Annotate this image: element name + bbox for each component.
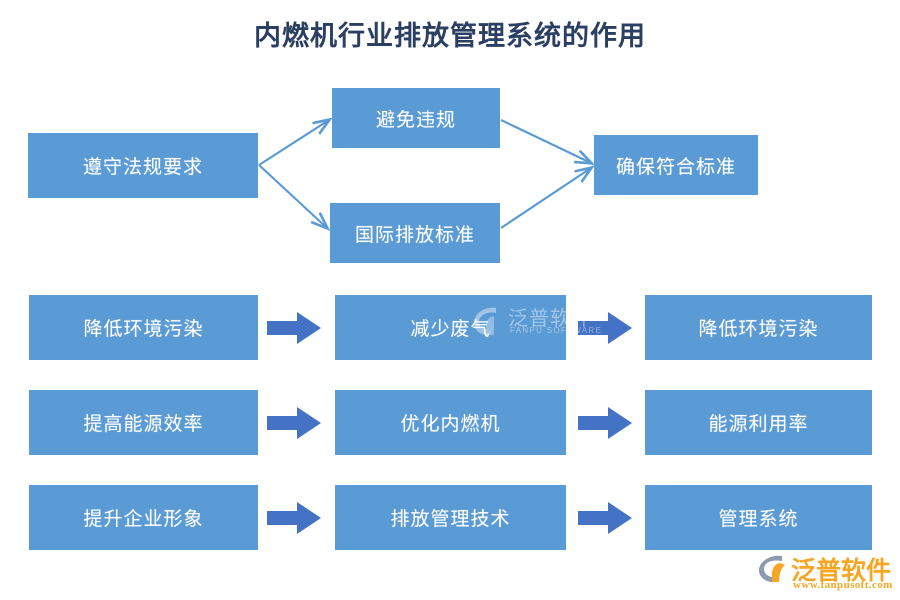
node-label: 优化内燃机 bbox=[400, 414, 501, 435]
block-arrow-right-icon bbox=[267, 407, 321, 439]
node-label: 提升企业形象 bbox=[83, 509, 204, 530]
edge-source-to-avoid-violation bbox=[258, 120, 329, 166]
row1-step1-box[interactable]: 降低环境污染 bbox=[29, 295, 258, 360]
brand-logo-name: 泛普软件 bbox=[791, 558, 892, 585]
block-arrow-right-icon bbox=[578, 502, 632, 534]
row2-step2-box[interactable]: 优化内燃机 bbox=[335, 390, 566, 455]
row3-step3-box[interactable]: 管理系统 bbox=[645, 485, 872, 550]
row2-step3-box[interactable]: 能源利用率 bbox=[645, 390, 872, 455]
node-label: 确保符合标准 bbox=[615, 156, 736, 178]
edge-intl-standard-to-target bbox=[500, 168, 591, 229]
row3-step1-box[interactable]: 提升企业形象 bbox=[29, 485, 258, 550]
row1-step2-box[interactable]: 减少废气 bbox=[335, 295, 566, 360]
block-arrow-right-icon bbox=[578, 312, 632, 344]
block-arrow-right-icon bbox=[578, 407, 632, 439]
node-label: 降低环境污染 bbox=[83, 319, 204, 340]
node-label: 排放管理技术 bbox=[390, 509, 511, 530]
row3-step2-box[interactable]: 排放管理技术 bbox=[335, 485, 566, 550]
page-title: 内燃机行业排放管理系统的作用 bbox=[254, 21, 646, 51]
node-label: 管理系统 bbox=[718, 509, 799, 530]
row2-step1-box[interactable]: 提高能源效率 bbox=[29, 390, 258, 455]
node-international-emission-standard[interactable]: 国际排放标准 bbox=[330, 203, 500, 263]
node-label: 能源利用率 bbox=[708, 414, 809, 435]
edge-source-to-intl-standard bbox=[258, 164, 327, 228]
node-label: 避免违规 bbox=[375, 109, 456, 131]
fanpu-brand-mark-icon bbox=[759, 555, 785, 583]
node-comply-regulations[interactable]: 遵守法规要求 bbox=[28, 133, 258, 198]
row1-step3-box[interactable]: 降低环境污染 bbox=[645, 295, 872, 360]
block-arrow-right-icon bbox=[267, 502, 321, 534]
node-label: 提高能源效率 bbox=[83, 414, 204, 435]
node-label: 减少废气 bbox=[410, 319, 491, 340]
edge-avoid-violation-to-target bbox=[500, 119, 591, 163]
block-arrow-right-icon bbox=[267, 312, 321, 344]
node-ensure-compliance[interactable]: 确保符合标准 bbox=[594, 135, 758, 195]
node-avoid-violation[interactable]: 避免违规 bbox=[332, 88, 500, 148]
node-label: 降低环境污染 bbox=[698, 319, 819, 340]
brand-logo: 泛普软件 www.fanpusoft.com bbox=[757, 552, 897, 596]
node-label: 遵守法规要求 bbox=[82, 157, 203, 178]
node-label: 国际排放标准 bbox=[354, 224, 475, 246]
brand-logo-url: www.fanpusoft.com bbox=[793, 579, 893, 591]
